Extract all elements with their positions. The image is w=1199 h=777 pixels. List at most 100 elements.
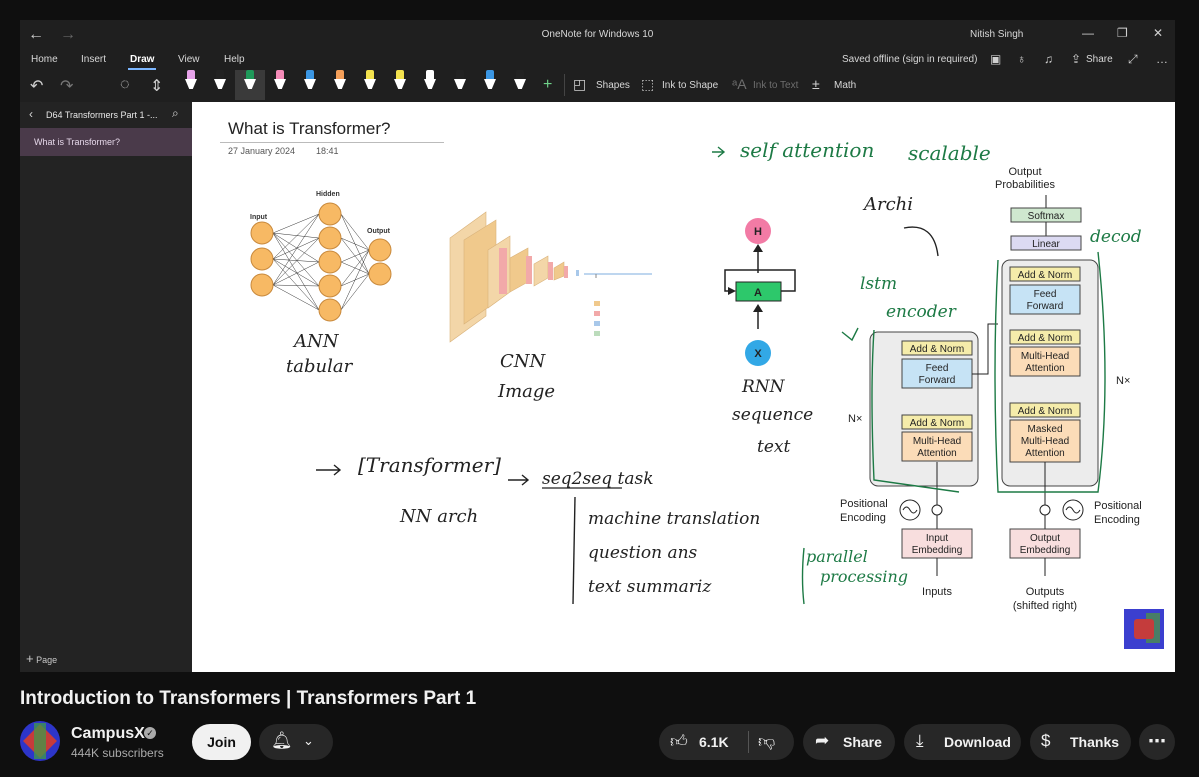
hw-parallel: parallel [806,547,868,566]
add-pen-icon[interactable]: + [543,76,553,93]
rnn-h-label: H [754,226,762,238]
pen-tool[interactable] [514,70,526,96]
undo-icon[interactable]: ↶ [30,78,44,95]
search-icon[interactable]: ⌕ [172,106,179,120]
pen-tool[interactable] [185,70,197,96]
math-icon[interactable]: ± [812,76,820,92]
thumbs-down-icon[interactable]: 👎︎ [758,732,776,751]
input-embedding-label: Input [926,533,948,544]
share-button[interactable]: Share [1086,54,1113,65]
ann-output-label: Output [367,228,391,235]
thanks-button[interactable]: $ Thanks [1030,724,1131,760]
toolbar-divider [564,74,565,96]
pen-tool[interactable] [244,70,256,96]
bell-icon[interactable]: ♫ [1044,52,1053,66]
subscribed-bell-button[interactable]: 🔔︎ ⌄ [259,724,333,760]
ann-edge [272,232,320,239]
hw-list-bar [572,496,576,605]
hw-machine-translation: machine translation [588,509,760,529]
restore-icon[interactable]: ❐ [1117,26,1128,40]
pen-tool[interactable] [304,70,316,96]
notebook-icon[interactable]: ▣ [990,52,1002,66]
math-button[interactable]: Math [834,80,857,91]
page-list-item-active[interactable]: What is Transformer? [20,128,192,156]
back-chevron-icon[interactable]: ‹ [29,107,33,121]
channel-name[interactable]: CampusX [71,725,145,742]
add-page-button[interactable]: + Page [26,651,57,666]
notebook-navigation-pane: ‹ D64 Transformers Part 1 -... ⌕ What is… [20,102,192,672]
menu-insert[interactable]: Insert [81,54,107,65]
ribbon-menu: Home Insert Draw View Help Saved offline… [20,50,1175,70]
rnn-h-node [745,218,771,244]
ink-to-shape-button[interactable]: Ink to Shape [662,80,719,91]
redo-icon[interactable]: ↷ [60,78,74,95]
ann-input-node [250,247,274,271]
menu-home[interactable]: Home [31,54,58,65]
green-ink-annotations [712,146,1106,605]
add-page-label: Page [36,655,58,665]
join-button[interactable]: Join [192,724,251,760]
decoder-nx-label: N× [1116,375,1130,387]
pen-tool[interactable] [364,70,376,96]
ink-to-shape-icon[interactable]: ⬚ [641,76,655,92]
shapes-icon[interactable]: ◰ [573,76,587,92]
menu-help[interactable]: Help [224,54,245,65]
page-title[interactable]: What is Transformer? [228,119,391,138]
pen-tool[interactable] [424,70,436,96]
share-icon[interactable]: ⇪ [1071,52,1082,66]
saved-status: Saved offline (sign in required) [842,54,978,65]
cnn-diagram [449,211,652,343]
channel-watermark[interactable] [1124,609,1164,649]
hw-question-ans: question ans [588,543,698,563]
thanks-label: Thanks [1070,734,1120,750]
pen-tool[interactable] [484,70,496,96]
more-actions-button[interactable]: ⋯ [1139,724,1175,760]
pen-tool[interactable] [334,70,346,96]
decoder-add-norm-3: Add & Norm [1018,270,1072,281]
hw-rnn: RNN [741,377,786,397]
menu-view[interactable]: View [178,54,200,65]
shapes-button[interactable]: Shapes [596,80,630,91]
back-arrow-icon[interactable]: ← [28,26,44,43]
pen-tool[interactable] [274,70,286,96]
ann-edge [340,213,370,251]
input-embedding-label-2: Embedding [912,545,963,556]
ann-nodes [250,202,392,322]
more-options-icon[interactable]: … [1156,52,1168,66]
lasso-select-icon[interactable]: ◌ [120,76,130,93]
ann-output-node [368,262,392,286]
menu-draw[interactable]: Draw [130,54,155,65]
hw-transformer: [Transformer] [358,453,501,477]
download-button[interactable]: ⤓ Download [904,724,1021,760]
decoder-ff-1: Feed [1034,289,1057,300]
user-name[interactable]: Nitish Singh [970,29,1024,40]
forward-arrow-icon[interactable]: → [60,26,76,43]
ann-input-node [250,221,274,245]
pen-tool[interactable] [454,70,466,96]
linear-block [1010,235,1082,251]
ann-input-node [250,273,274,297]
bell-icon: 🔔︎ [271,731,293,750]
ann-edge [272,258,320,311]
hw-text-summarization: text summariz [588,577,712,597]
note-canvas[interactable]: What is Transformer? 27 January 2024 18:… [192,102,1175,672]
video-player[interactable]: ← → OneNote for Windows 10 Nitish Singh … [20,20,1175,672]
pen-tool[interactable] [394,70,406,96]
ink-to-text-button: Ink to Text [753,80,799,91]
encoder-mha-2: Attention [917,448,956,459]
thumbs-up-icon[interactable]: 👍︎ [670,732,688,751]
pen-tool[interactable] [214,70,226,96]
hw-seq2seq: seq2seq task [542,469,654,489]
encoder-nx-label: N× [848,413,862,425]
expand-icon[interactable]: ⤢ [1128,52,1138,66]
encoder-mha-1: Multi-Head [913,436,961,447]
minimize-icon[interactable]: — [1082,26,1094,40]
close-icon[interactable]: ✕ [1153,26,1164,40]
channel-avatar[interactable] [20,721,60,761]
add-space-icon[interactable]: ⇕ [150,78,164,95]
notebook-title[interactable]: D64 Transformers Part 1 -... [46,110,158,120]
like-count[interactable]: 6.1K [699,734,729,750]
lightbulb-icon[interactable]: ♁ [1017,52,1026,66]
share-button[interactable]: ➦ Share [803,724,895,760]
hw-text: text [757,437,790,457]
